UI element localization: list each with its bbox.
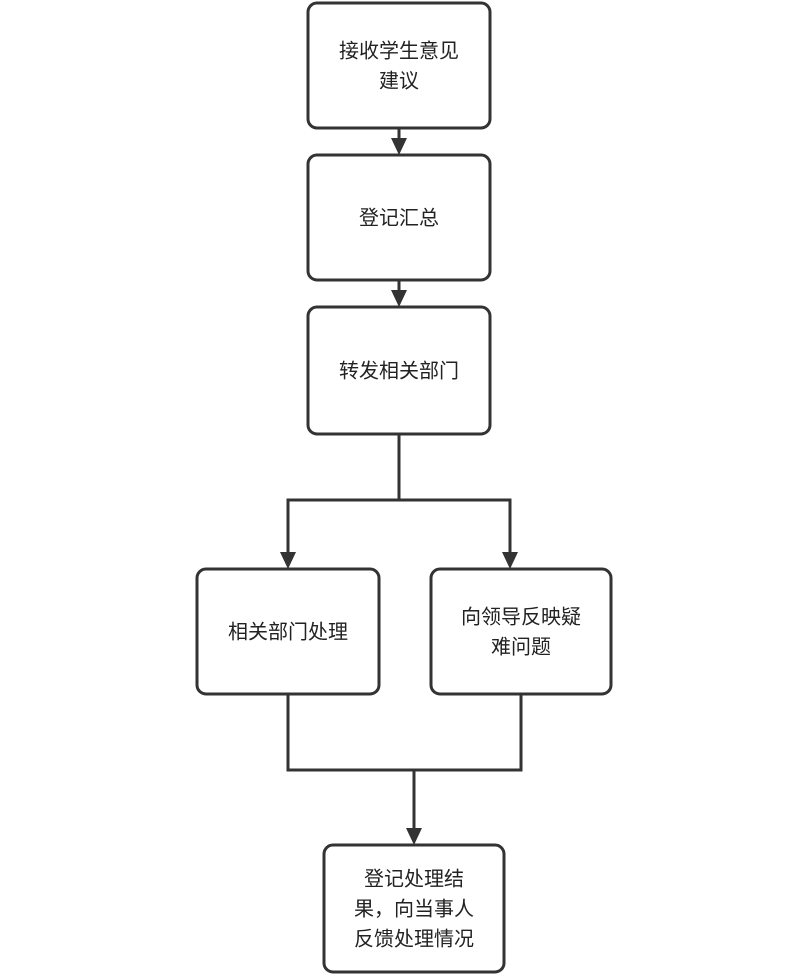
node-box [322,843,506,974]
connector-report_leader-to-record_feedback [414,694,523,772]
connector-line [286,434,401,557]
arrowhead [280,552,296,569]
node-label-line: 相关部门处理 [228,620,348,644]
node-label-line: 果，向当事人 [354,897,474,921]
connector-line [286,694,416,833]
node-forward: 转发相关部门 [306,305,492,436]
arrowhead [502,552,518,569]
node-label-line: 反馈处理情况 [354,927,474,951]
connector-register-to-forward [391,280,407,307]
connector-line [414,694,523,772]
node-box [195,567,381,696]
connector-line [399,498,512,557]
node-box [306,153,492,282]
node-box [429,567,613,696]
node-label-line: 向领导反映疑 [461,605,581,629]
connectors [280,128,523,845]
node-label-line: 接收学生意见 [339,39,459,63]
node-label-line: 登记处理结 [364,867,464,891]
node-box [306,1,492,130]
connector-receive-to-register [391,128,407,155]
arrowhead [391,138,407,155]
node-register: 登记汇总 [306,153,492,282]
arrowhead [391,290,407,307]
node-label-line: 登记汇总 [359,206,439,230]
connector-forward-to-report_leader [399,498,518,569]
node-label-line: 转发相关部门 [339,359,459,383]
arrowhead [406,828,422,845]
node-box [306,305,492,436]
node-dept-handle: 相关部门处理 [195,567,381,696]
connector-dept_handle-to-record_feedback [286,694,422,845]
connector-forward-to-dept_handle [280,434,401,569]
node-label-line: 建议 [379,69,419,93]
node-label-line: 难问题 [491,635,551,659]
